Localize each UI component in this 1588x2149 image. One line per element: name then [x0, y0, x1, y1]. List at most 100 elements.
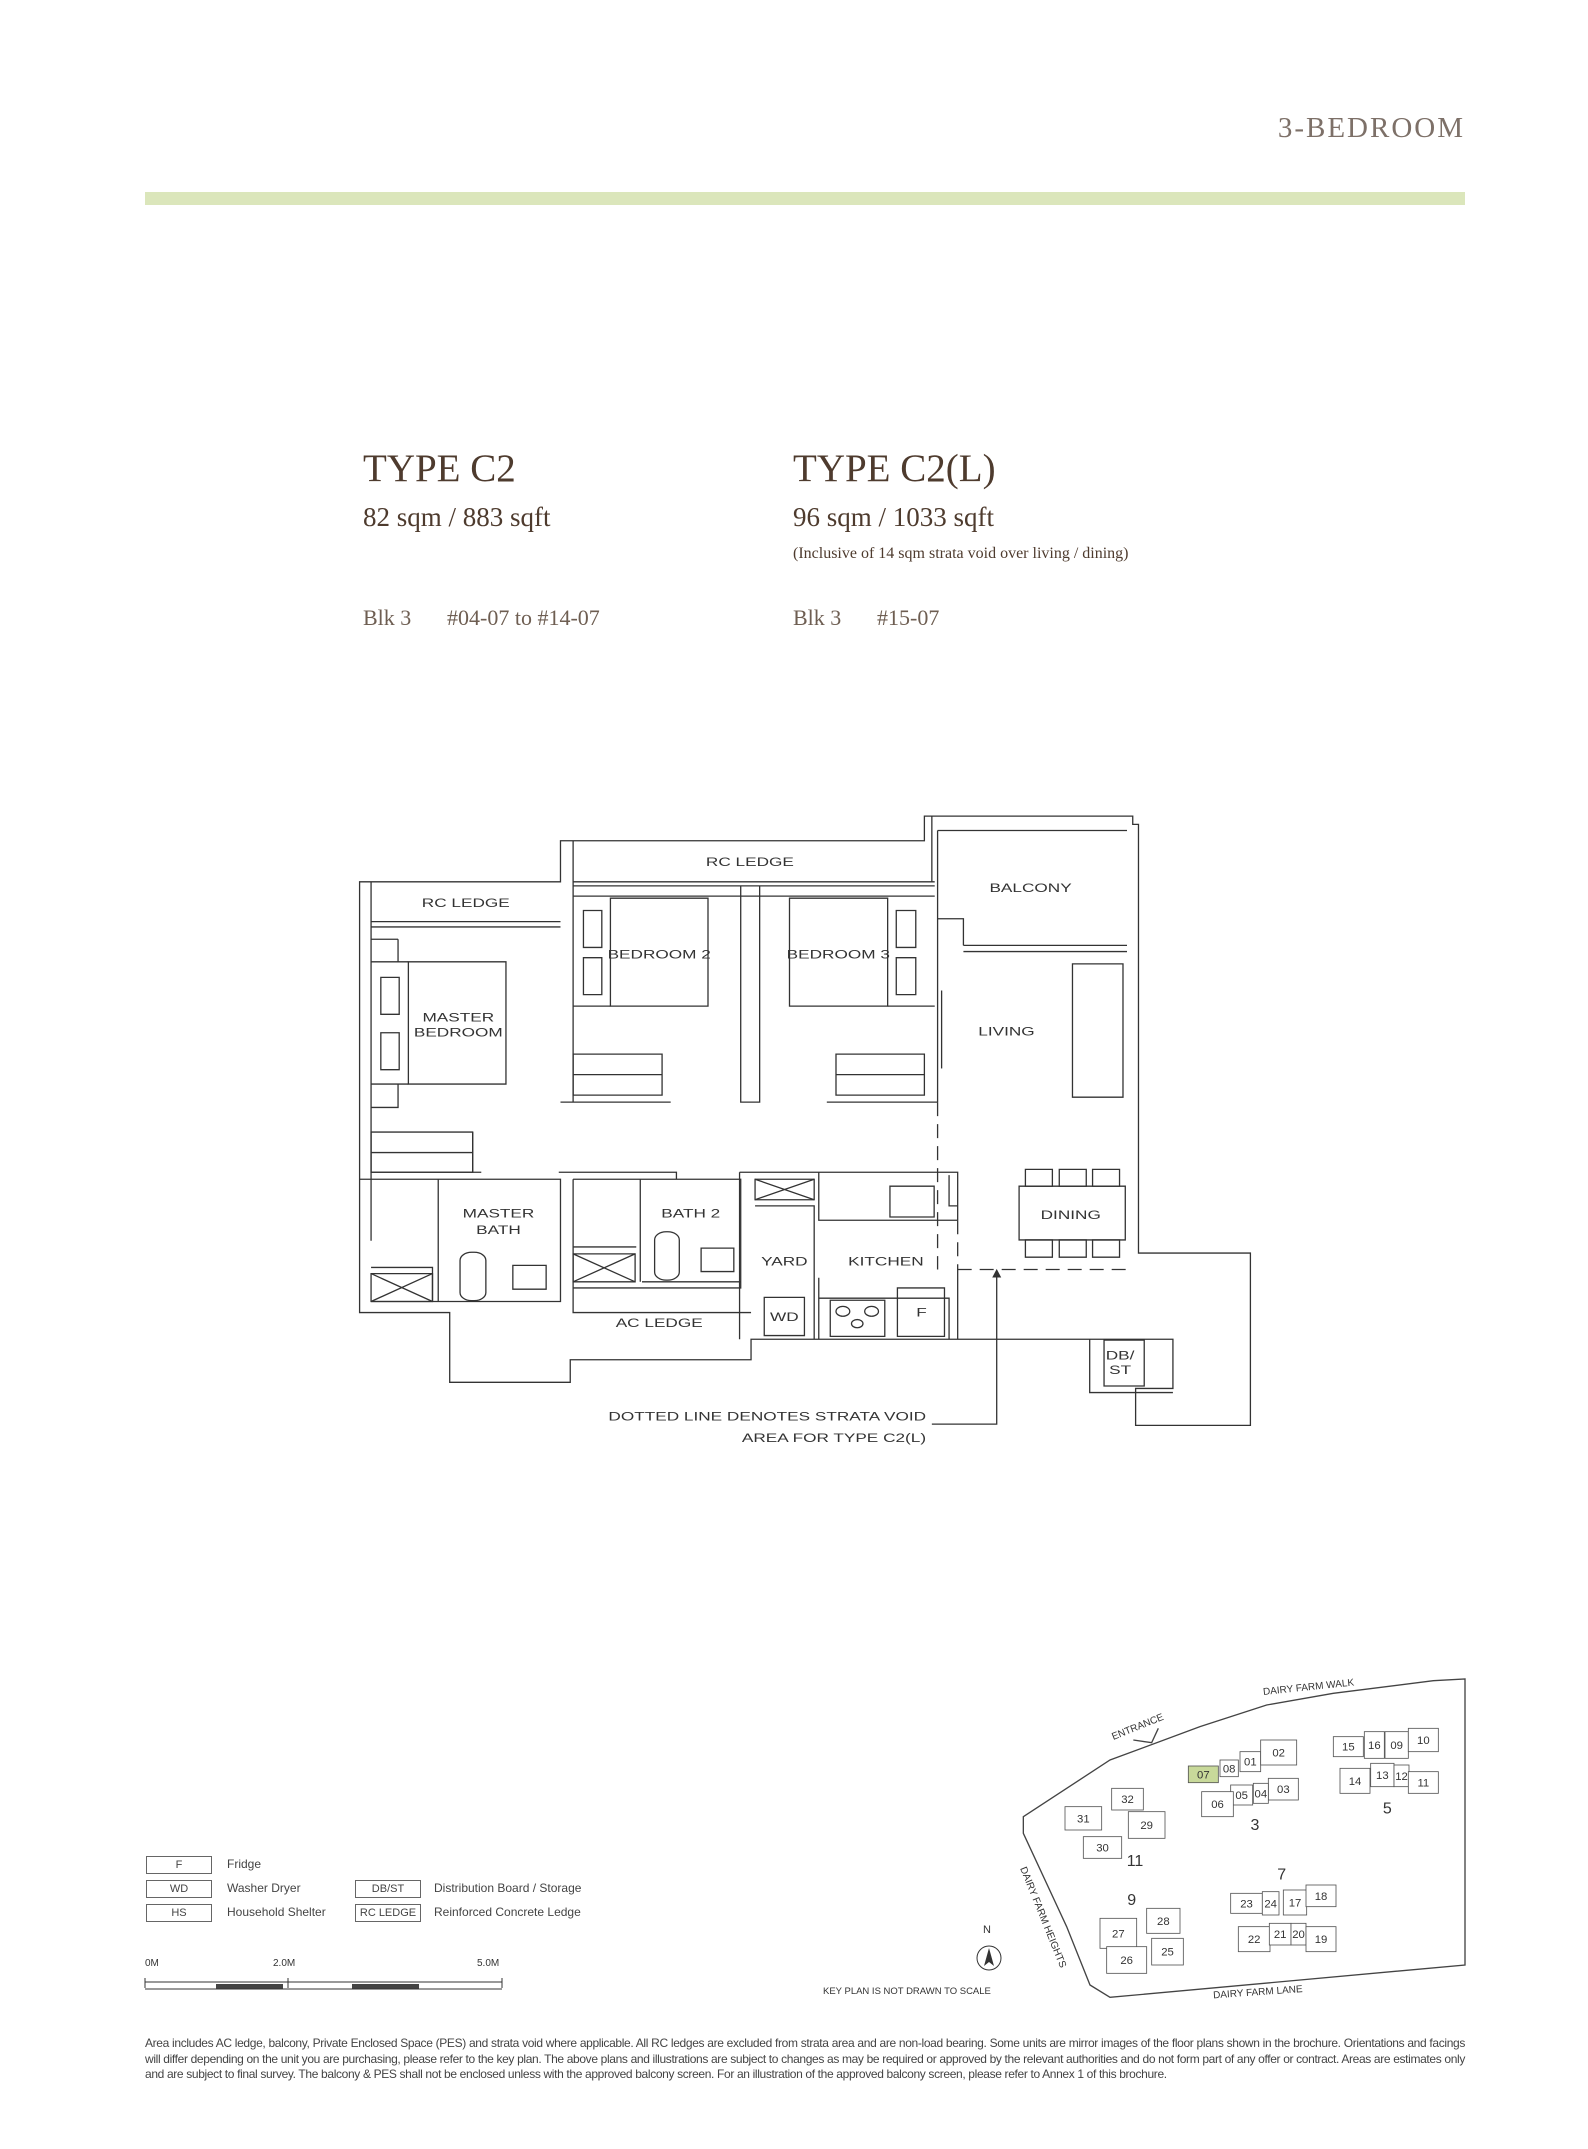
scale-bar [144, 1978, 503, 1990]
keyplan-unit [1332, 1736, 1364, 1758]
keyplan-unit [1305, 1884, 1337, 1908]
label-master-bath-1: MASTER [463, 1207, 535, 1221]
legend-label-wd: Washer Dryer [227, 1881, 301, 1895]
block-label-11: 11 [1127, 1853, 1144, 1870]
legend-code-hs: HS [146, 1904, 212, 1922]
type-c2l-title: TYPE C2(L) [793, 447, 996, 490]
keyplan-unit-label: 04 [1255, 1788, 1268, 1800]
legend-label-rc-ledge: Reinforced Concrete Ledge [434, 1905, 581, 1919]
keyplan-unit-label: 13 [1376, 1770, 1389, 1782]
type-c2l-area: 96 sqm / 1033 sqft [793, 502, 995, 532]
floor-plan: RC LEDGE RC LEDGE BALCONY BEDROOM 2 BEDR… [355, 810, 1255, 1445]
keyplan-unit-label: 30 [1096, 1843, 1109, 1855]
keyplan-unit [1261, 1891, 1280, 1916]
label-bath-2: BATH 2 [661, 1207, 720, 1221]
keyplan-unit-label: 31 [1077, 1813, 1090, 1825]
north-label: N [983, 1924, 991, 1936]
keyplan-unit-label: 08 [1223, 1763, 1236, 1775]
legend-label-dbst: Distribution Board / Storage [434, 1881, 582, 1895]
keyplan-unit-label: 14 [1349, 1776, 1362, 1788]
keyplan-unit-label: 09 [1390, 1740, 1403, 1752]
type-c2-units: #04-07 to #14-07 [447, 605, 600, 630]
keyplan-unit [1106, 1946, 1148, 1974]
keyplan-unit [1127, 1811, 1166, 1839]
label-dining: DINING [1041, 1208, 1101, 1222]
keyplan-unit [1082, 1836, 1123, 1859]
type-c2l-note: (Inclusive of 14 sqm strata void over li… [793, 545, 1129, 562]
keyplan-unit-label: 32 [1121, 1794, 1134, 1806]
type-c2l-block: Blk 3 [793, 605, 842, 630]
keyplan-unit-label: 21 [1274, 1929, 1287, 1941]
label-dbst-1: DB/ [1106, 1349, 1136, 1363]
legend-code-dbst: DB/ST [355, 1880, 421, 1898]
block-label-7: 7 [1277, 1866, 1286, 1883]
entrance-label: ENTRANCE [1110, 1712, 1165, 1743]
keyplan-unit-label: 18 [1315, 1891, 1328, 1903]
block-label-5: 5 [1383, 1800, 1392, 1817]
label-rc-ledge-left: RC LEDGE [422, 896, 510, 910]
label-kitchen: KITCHEN [848, 1255, 924, 1269]
keyplan-unit-label: 17 [1289, 1898, 1302, 1910]
keyplan-unit-label: 23 [1240, 1898, 1253, 1910]
keyplan-unit-label: 10 [1417, 1735, 1430, 1747]
north-arrow-icon [976, 1945, 1002, 1971]
keyplan-unit-label: 05 [1235, 1790, 1248, 1802]
keyplan-unit [1201, 1791, 1234, 1818]
keyplan-unit-label: 28 [1157, 1916, 1170, 1928]
keyplan-disclaimer: KEY PLAN IS NOT DRAWN TO SCALE [823, 1986, 991, 1997]
label-living: LIVING [978, 1025, 1034, 1039]
label-fridge: F [916, 1306, 927, 1320]
label-bedroom-2: BEDROOM 2 [608, 948, 711, 962]
label-dbst-2: ST [1109, 1363, 1131, 1377]
legend-label-hs: Household Shelter [227, 1905, 326, 1919]
keyplan-unit-label: 25 [1161, 1947, 1174, 1959]
type-c2-area: 82 sqm / 883 sqft [363, 502, 551, 532]
type-c2l-units: #15-07 [877, 605, 940, 630]
keyplan-unit-highlighted [1187, 1765, 1219, 1784]
scale-5m: 5.0M [477, 1958, 500, 1969]
keyplan-unit-label: 03 [1277, 1784, 1290, 1796]
road-dairy-farm-heights: DAIRY FARM HEIGHTS [1017, 1865, 1068, 1970]
keyplan-unit [1099, 1917, 1138, 1949]
label-balcony: BALCONY [989, 881, 1071, 895]
strata-void-note-2: AREA FOR TYPE C2(L) [742, 1431, 926, 1445]
section-title: 3-BEDROOM [1277, 112, 1465, 144]
keyplan-unit-label: 11 [1417, 1778, 1429, 1790]
legend-code-rc-ledge: RC LEDGE [355, 1904, 421, 1922]
legend-code-wd: WD [146, 1880, 212, 1898]
keyplan-unit-label: 15 [1342, 1742, 1355, 1754]
type-c2-title: TYPE C2 [363, 447, 516, 490]
keyplan-unit-label: 02 [1272, 1748, 1285, 1760]
label-master-bedroom-1: MASTER [422, 1011, 494, 1025]
keyplan-unit-label: 12 [1395, 1771, 1408, 1783]
keyplan-unit [1111, 1787, 1144, 1811]
scale-0m: 0M [145, 1958, 159, 1969]
keyplan-unit [1407, 1727, 1439, 1753]
type-c2-block: Blk 3 [363, 605, 412, 630]
keyplan-unit-label: 29 [1140, 1820, 1153, 1832]
key-plan: DAIRY FARM WALK ENTRANCE DAIRY FARM HEIG… [1017, 1677, 1466, 2000]
label-bedroom-3: BEDROOM 3 [787, 948, 890, 962]
keyplan-unit-label: 19 [1315, 1934, 1328, 1946]
label-master-bedroom-2: BEDROOM [414, 1026, 503, 1040]
label-master-bath-2: BATH [476, 1223, 521, 1237]
disclaimer-footer: Area includes AC ledge, balcony, Private… [145, 2036, 1465, 2081]
label-wd: WD [770, 1310, 799, 1324]
keyplan-unit-label: 24 [1264, 1898, 1277, 1910]
keyplan-unit [1363, 1731, 1385, 1759]
keyplan-unit [1305, 1926, 1337, 1953]
keyplan-unit-label: 26 [1120, 1955, 1133, 1967]
keyplan-unit [1219, 1759, 1239, 1778]
legend-code-f: F [146, 1856, 212, 1874]
keyplan-unit [1252, 1782, 1269, 1804]
label-yard: YARD [761, 1255, 808, 1269]
keyplan-unit [1064, 1806, 1103, 1831]
strata-void-note-1: DOTTED LINE DENOTES STRATA VOID [608, 1410, 926, 1424]
keyplan-unit [1339, 1767, 1371, 1794]
block-label-9: 9 [1127, 1892, 1136, 1909]
road-dairy-farm-walk: DAIRY FARM WALK [1262, 1677, 1354, 1698]
label-ac-ledge: AC LEDGE [616, 1316, 703, 1330]
keyplan-unit [1260, 1739, 1298, 1766]
keyplan-unit-label: 16 [1368, 1740, 1381, 1752]
legend-label-f: Fridge [227, 1857, 262, 1871]
